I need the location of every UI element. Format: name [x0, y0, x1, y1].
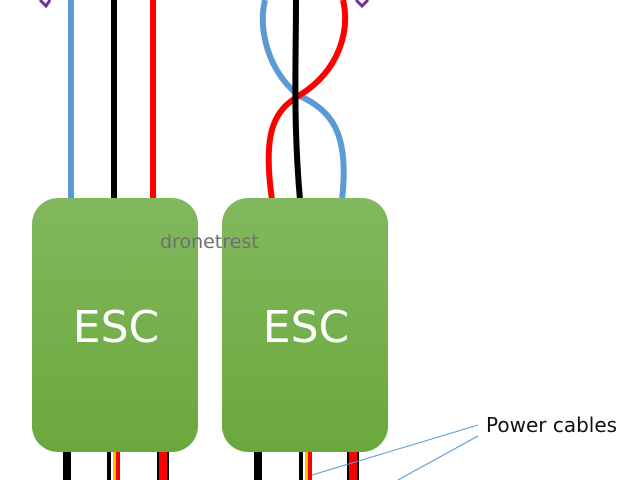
left-power-red-cable	[159, 452, 167, 480]
left-esc-body	[32, 198, 198, 452]
watermark-text: dronetrest	[160, 231, 259, 253]
callout-line-upper	[311, 424, 479, 476]
right-red-wire	[265, 0, 349, 201]
right-esc-body	[222, 198, 388, 452]
left-signal-cable-white	[111, 452, 113, 480]
right-esc-label: ESC	[263, 302, 349, 353]
right-blue-wire	[259, 0, 347, 201]
right-black-wire	[292, 0, 303, 201]
left-signal-cable-black	[107, 452, 111, 480]
right-arrow-tip-icon	[354, 0, 370, 9]
right-signal-cable-red	[308, 452, 312, 480]
left-esc-bottom-cables	[63, 452, 169, 480]
right-signal-cable-black	[299, 452, 303, 480]
callout-line-lower	[397, 435, 479, 480]
right-esc-motor-wires	[259, 0, 349, 201]
left-arrow-tip-icon	[38, 0, 52, 9]
power-cables-label: Power cables	[486, 413, 617, 437]
right-signal-cable-yellow	[305, 452, 308, 480]
left-esc-motor-wires	[68, 0, 156, 205]
right-power-red-cable	[349, 452, 357, 480]
left-signal-cable-yellow	[113, 452, 116, 480]
right-signal-cable-white	[303, 452, 305, 480]
left-signal-cable-red	[116, 452, 120, 480]
right-esc-bottom-cables	[254, 452, 359, 480]
left-esc-label: ESC	[73, 302, 159, 353]
